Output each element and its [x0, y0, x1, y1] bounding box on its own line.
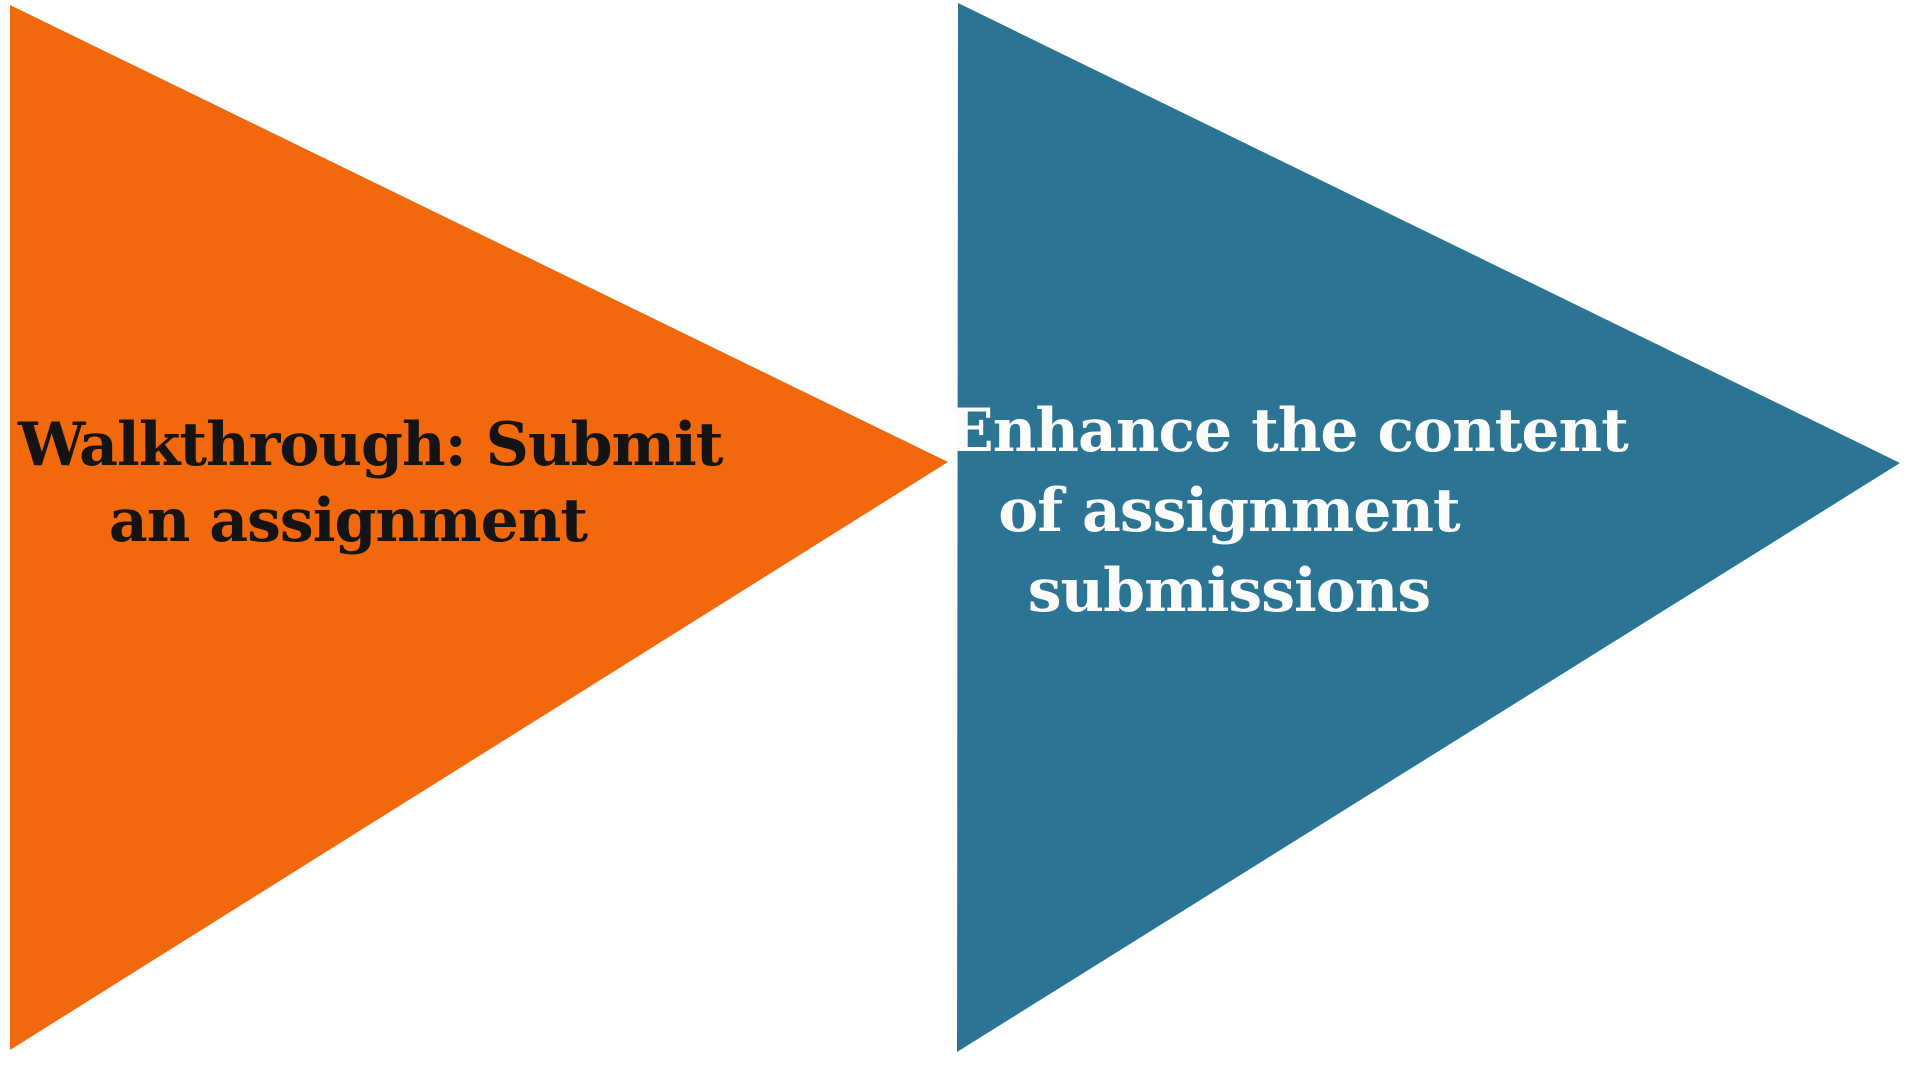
left-arrow-label-line-2: an assignment — [108, 486, 588, 556]
right-arrow-label-line-1: Enhance the content — [948, 396, 1629, 466]
left-arrow-label-line-1: Walkthrough: Submit — [18, 410, 724, 480]
right-arrow-triangle — [957, 3, 1900, 1052]
right-arrow-label-line-3: submissions — [1027, 556, 1431, 626]
left-arrow-label: Walkthrough: Submit an assignment — [18, 407, 724, 559]
right-arrow-label-line-2: of assignment — [998, 476, 1461, 546]
left-arrow-triangle — [10, 5, 948, 1050]
right-arrow-label: Enhance the content of assignment submis… — [948, 391, 1629, 631]
